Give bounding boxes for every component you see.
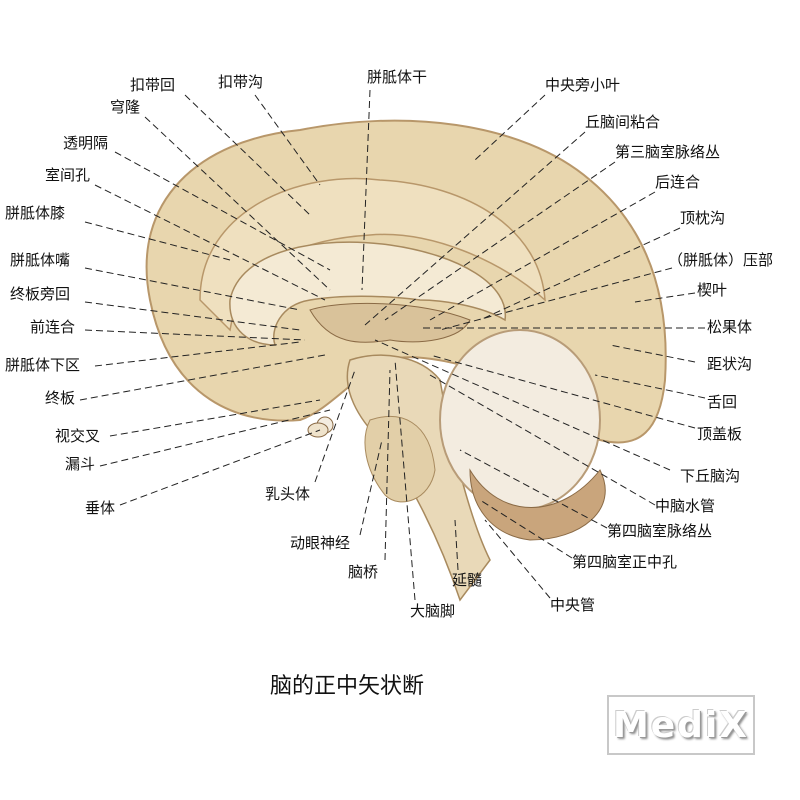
- leader-lines: [79, 89, 706, 601]
- label-interventricular-foramen: 室间孔: [45, 166, 91, 184]
- label-cingulate-sulcus: 扣带沟: [218, 73, 264, 91]
- figure-title: 脑的正中矢状断: [270, 674, 425, 699]
- label-interthalamic-adhesion: 丘脑间粘合: [585, 113, 661, 131]
- label-paracentral-lobule: 中央旁小叶: [545, 76, 621, 94]
- label-cuneus: 楔叶: [697, 281, 728, 299]
- label-lingual-gyrus: 舌回: [707, 393, 738, 411]
- label-central-canal: 中央管: [550, 596, 596, 614]
- label-fornix: 穹隆: [110, 98, 141, 116]
- label-cingulate-gyrus: 扣带回: [130, 76, 176, 94]
- label-calcarine-sulcus: 距状沟: [707, 355, 753, 373]
- label-hypophysis: 垂体: [85, 499, 116, 517]
- pons: [364, 416, 436, 503]
- label-parieto-occipital-sulcus: 顶枕沟: [680, 209, 726, 227]
- label-mammillary-body: 乳头体: [265, 485, 311, 503]
- pituitary: [307, 422, 329, 438]
- label-third-ventricle-choroid-plexus: 第三脑室脉络丛: [615, 143, 721, 161]
- label-rostrum: 胼胝体嘴: [10, 251, 71, 269]
- label-cerebral-peduncle: 大脑脚: [410, 602, 456, 620]
- brain-drawing: [145, 119, 667, 602]
- label-pineal-body: 松果体: [707, 318, 753, 336]
- cerebellum: [439, 329, 601, 511]
- label-subcallosal-area: 胼胝体下区: [5, 356, 81, 374]
- label-paraterminal-gyrus: 终板旁回: [10, 285, 71, 303]
- label-splenium: （胼胝体）压部: [668, 251, 774, 269]
- label-optic-chiasm: 视交叉: [55, 427, 101, 445]
- label-cerebral-aqueduct: 中脑水管: [655, 497, 716, 515]
- label-lamina-terminalis: 终板: [45, 389, 76, 407]
- label-pons: 脑桥: [348, 563, 379, 581]
- label-tectal-plate: 顶盖板: [697, 425, 743, 443]
- cerebellum-outer: [469, 468, 606, 541]
- label-fourth-ventricle-choroid-plexus: 第四脑室脉络丛: [607, 522, 713, 540]
- label-medulla: 延髓: [452, 571, 483, 589]
- label-corpus-callosum-trunk: 胼胝体干: [367, 68, 428, 86]
- label-infundibulum: 漏斗: [65, 455, 96, 473]
- label-posterior-commissure: 后连合: [655, 173, 701, 191]
- label-genu: 胼胝体膝: [5, 204, 66, 222]
- label-oculomotor-nerve: 动眼神经: [290, 534, 351, 552]
- label-septum-pellucidum: 透明隔: [63, 134, 109, 152]
- label-anterior-commissure: 前连合: [30, 318, 76, 336]
- label-hypothalamic-sulcus: 下丘脑沟: [680, 467, 741, 485]
- thalamus: [309, 302, 471, 343]
- corpus-callosum: [229, 241, 506, 346]
- watermark-logo: MediX: [607, 695, 755, 755]
- label-median-aperture: 第四脑室正中孔: [572, 553, 678, 571]
